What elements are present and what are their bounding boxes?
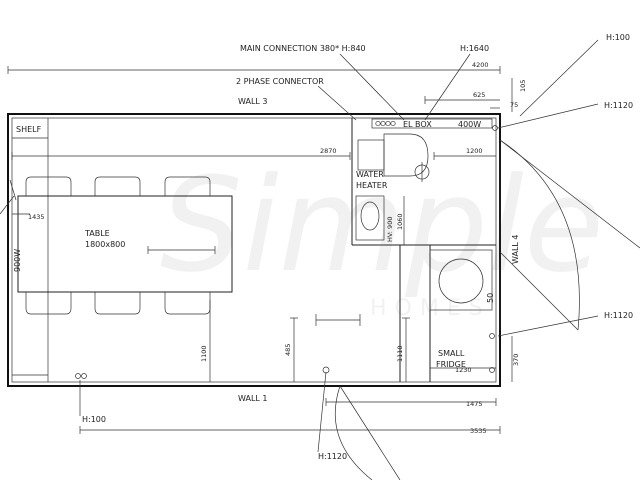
dim-1435: 1435 — [28, 213, 45, 221]
socket-50-label: 50 — [486, 293, 495, 303]
dim-3535: 3535 — [470, 427, 487, 435]
h1120-b-callout: H:1120 — [604, 311, 633, 320]
table: TABLE 1800x800 — [17, 195, 233, 293]
dim-625: 625 — [473, 91, 485, 99]
electrical-box: EL BOX 400W — [371, 118, 493, 129]
wall-label-top: WALL 3 — [238, 97, 268, 106]
dim-1230: 1230 — [455, 366, 472, 374]
dim-4200: 4200 — [472, 61, 489, 69]
shelf: SHELF — [12, 118, 49, 382]
table-label-line1: TABLE — [84, 229, 110, 238]
h1120-a-callout: H:1120 — [604, 101, 633, 110]
door-bottom — [334, 385, 401, 480]
hv-label: HV: 900 — [386, 217, 394, 242]
h1640-callout: H:1640 — [460, 44, 489, 53]
chair — [94, 292, 141, 315]
dim-1200: 1200 — [466, 147, 483, 155]
wall-label-bottom: WALL 1 — [238, 394, 268, 403]
dim-105: 105 — [519, 80, 527, 92]
fridge-room: SMALL FRIDGE 50 — [399, 244, 496, 382]
bathroom: WATER HEATER HV: 900 — [351, 118, 430, 246]
table-label-line2: 1800x800 — [85, 240, 125, 249]
fridge-label-line1: SMALL — [438, 349, 465, 358]
water-heater-label-line1: WATER — [356, 170, 384, 179]
dim-1100: 1100 — [200, 345, 208, 362]
door-right — [499, 139, 640, 331]
wall-label-right: WALL 4 — [511, 235, 520, 265]
chair — [164, 176, 211, 196]
main-connection-callout: MAIN CONNECTION 380* H:840 — [240, 44, 366, 53]
watermark-main: Simple — [160, 149, 604, 301]
dim-1110: 1110 — [396, 345, 404, 362]
callouts: MAIN CONNECTION 380* H:840 2 PHASE CONNE… — [82, 33, 633, 461]
fridge-label-line2: FRIDGE — [436, 360, 466, 369]
chair — [94, 176, 141, 196]
dimension-values: 4200 625 75 105 2870 1200 1435 1060 1100… — [28, 61, 527, 435]
h100-top-callout: H:100 — [606, 33, 630, 42]
two-phase-callout: 2 PHASE CONNECTOR — [236, 77, 324, 86]
dim-75: 75 — [510, 101, 518, 109]
dim-2870: 2870 — [320, 147, 337, 155]
dim-1060: 1060 — [396, 213, 404, 230]
watermark-sub: HOMES — [370, 296, 491, 321]
h100-bottom-callout: H:100 — [82, 415, 106, 424]
h1120-bottom-callout: H:1120 — [318, 452, 347, 461]
shelf-label: SHELF — [16, 125, 42, 134]
water-heater-label-line2: HEATER — [356, 181, 388, 190]
dim-1475: 1475 — [466, 400, 483, 408]
dim-485: 485 — [284, 344, 292, 356]
chair — [25, 292, 72, 315]
dimension-lines — [7, 66, 513, 434]
fixture-symbols — [0, 125, 498, 379]
dim-370: 370 — [512, 354, 520, 366]
callout-leaders — [79, 39, 599, 453]
socket-400w-label: 400W — [458, 120, 481, 129]
chair — [25, 176, 72, 196]
el-box-label: EL BOX — [403, 120, 432, 129]
